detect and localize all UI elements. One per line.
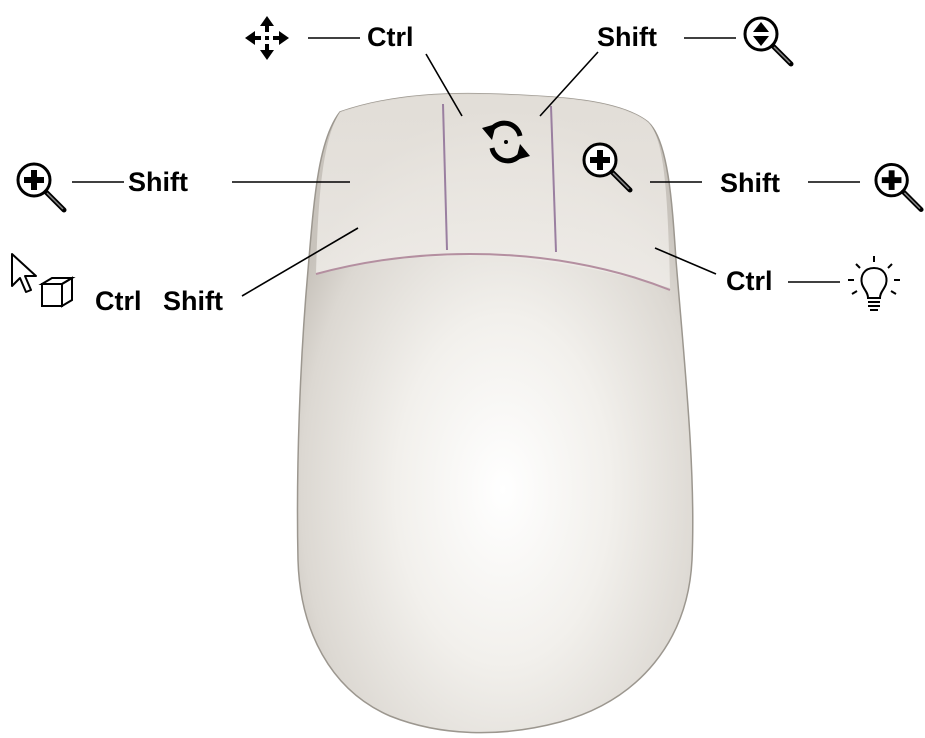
- right-button-shift-label: Shift: [720, 170, 780, 197]
- middle-button-ctrl-label: Ctrl: [367, 24, 414, 51]
- light-bulb-icon: [846, 254, 902, 318]
- left-button-shift-label: Shift: [128, 169, 188, 196]
- right-button-ctrl-label: Ctrl: [726, 268, 773, 295]
- zoom-in-icon: [580, 140, 634, 194]
- middle-button-shift-label: Shift: [597, 24, 657, 51]
- left-button-shift2-label: Shift: [163, 288, 223, 315]
- select-object-icon: [8, 250, 78, 314]
- rotate-icon: [478, 114, 534, 170]
- zoom-in-icon: [872, 160, 925, 214]
- zoom-updown-icon: [741, 14, 795, 68]
- pan-arrows-icon: [243, 14, 291, 62]
- left-button-ctrl-label: Ctrl: [95, 288, 142, 315]
- zoom-in-icon: [14, 160, 68, 214]
